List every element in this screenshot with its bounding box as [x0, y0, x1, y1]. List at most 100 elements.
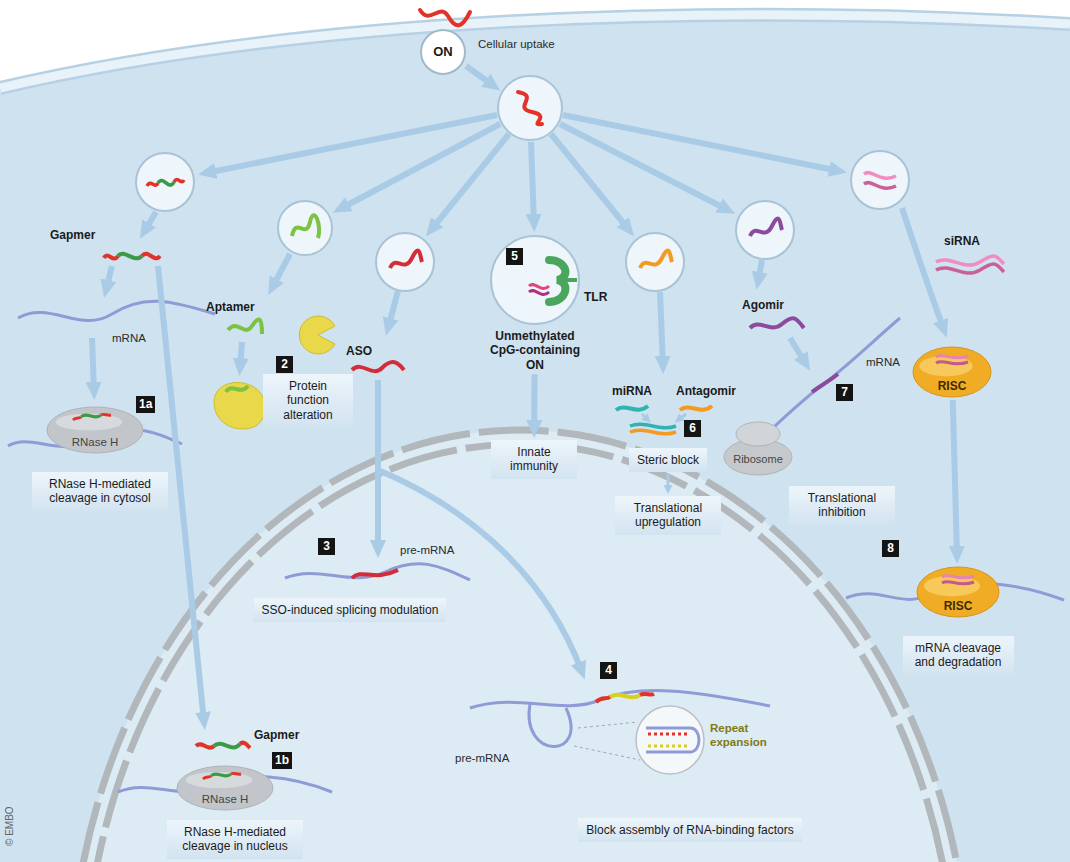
outcome-box: RNase H-mediated cleavage in cytosol: [32, 472, 168, 511]
ribosome-small-subunit: [736, 422, 780, 446]
gapmer-wing: [104, 255, 118, 258]
route-arrow: [642, 414, 648, 420]
gapmer-gap: [211, 774, 231, 776]
strand-label: mRNA: [112, 332, 146, 346]
route-arrow: [144, 212, 156, 232]
zoom-line: [574, 746, 640, 760]
callout-number: 4: [600, 662, 617, 679]
repeat-hairpin: [646, 728, 699, 752]
gapmer-wing: [174, 180, 184, 182]
node-text: Ribosome: [733, 453, 783, 466]
oligonucleotide: [420, 10, 470, 25]
zoom-circle: [636, 706, 704, 774]
duplex-strand: [630, 430, 676, 433]
target-protein: [214, 383, 265, 429]
node-text: Translational inhibition: [797, 491, 887, 520]
endosome: [498, 76, 562, 140]
molecule-label: miRNA: [612, 384, 652, 398]
uptake-arrow: [466, 66, 494, 86]
guide-strand: [942, 576, 974, 578]
guide-strand: [936, 356, 968, 358]
repeat-units: [648, 745, 690, 748]
route-arrow: [560, 124, 728, 210]
sirna-strand: [864, 183, 896, 189]
node-text: RNase H-mediated cleavage in nucleus: [175, 825, 295, 854]
node-text: Block assembly of RNA-binding factors: [586, 823, 793, 837]
guide-strand: [942, 582, 974, 584]
route-arrow: [758, 260, 762, 282]
outcome-box: Block assembly of RNA-binding factors: [578, 818, 801, 842]
route-arrow: [660, 292, 663, 366]
outcome-box: Translational upregulation: [615, 496, 721, 535]
aso: [352, 362, 404, 371]
enzyme-body: [47, 407, 143, 453]
callout-number: 7: [836, 384, 853, 401]
node-text: RISC: [938, 379, 967, 393]
gapmer-wing: [142, 254, 160, 259]
route-arrow: [378, 470, 582, 672]
node-text: SSO-induced splicing modulation: [262, 603, 439, 617]
detail-label: Repeat expansion: [710, 722, 782, 750]
agomir: [750, 318, 804, 328]
antagomir: [640, 251, 672, 268]
aptamer: [292, 215, 319, 238]
tlr-receptor: [549, 260, 565, 302]
callout-number: 6: [684, 420, 701, 437]
endosome-outline: [489, 234, 581, 326]
route-arrow: [375, 380, 381, 550]
route-arrow: [92, 338, 94, 392]
node-text: mRNA cleavage and degradation: [911, 641, 1006, 670]
molecule-label: siRNA: [944, 234, 980, 248]
pre-mrna-hairpin: [529, 704, 571, 747]
node-text: Unmethylated CpG-containing ON: [480, 329, 590, 372]
cpg-strand: [529, 284, 549, 288]
ribosome: Ribosome: [722, 420, 794, 476]
route-arrow: [563, 115, 839, 171]
strand-label: pre-mRNA: [455, 752, 509, 766]
endosome-membrane: [491, 236, 579, 324]
enzyme-highlight: [56, 414, 123, 431]
endosome: [376, 233, 434, 291]
callout-number: 3: [318, 538, 335, 555]
aptamer: [226, 386, 248, 392]
rnase-h-enzyme: RNase H: [175, 764, 275, 812]
endosome: Unmethylated CpG-containing ON 5: [480, 234, 590, 372]
rnase-h-enzyme: RNase H: [45, 405, 145, 455]
node-text: RNase H: [202, 793, 249, 807]
mirna: [616, 406, 648, 410]
risc-highlight: [924, 576, 980, 597]
risc-highlight: [919, 356, 972, 377]
gapmer-wing: [196, 744, 214, 747]
mrna-strand: [18, 301, 215, 320]
outcome-box: Steric block: [629, 448, 707, 472]
molecule-label: Antagomir: [676, 384, 736, 398]
node-text: ON: [433, 44, 453, 60]
agomir: [750, 219, 782, 236]
flow-arrow: [531, 374, 537, 430]
gapmer-wing: [147, 183, 158, 186]
route-arrow: [106, 266, 112, 290]
ribosome-outline: [722, 420, 794, 476]
bound-agomir: [812, 374, 838, 392]
route-arrow: [206, 115, 497, 173]
gapmer-wing: [73, 417, 81, 420]
callout-number: 5: [506, 248, 523, 265]
strand-label: mRNA: [866, 356, 900, 370]
outcome-box: RNase H-mediated cleavage in nucleus: [167, 820, 303, 859]
gapmer-gap: [81, 415, 101, 417]
node-text: Translational upregulation: [623, 501, 713, 530]
process-label: Cellular uptake: [478, 38, 555, 52]
endosome: [136, 153, 194, 211]
outer-nuclear-membrane: [70, 430, 970, 862]
risc-body: [917, 567, 999, 617]
outcome-box: SSO-induced splicing modulation: [254, 598, 447, 622]
route-arrow: [531, 142, 534, 224]
endosome: [626, 233, 684, 291]
enzyme-highlight: [186, 772, 253, 788]
sirna-strand: [864, 173, 896, 179]
callout-number: 1b: [272, 752, 292, 769]
callout-number: 1a: [136, 396, 155, 413]
